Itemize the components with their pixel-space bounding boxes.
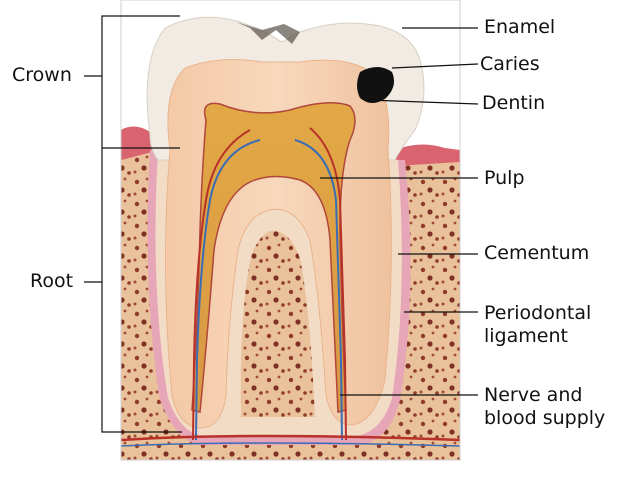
crown-bracket <box>101 15 180 149</box>
label-crown: Crown <box>12 64 72 86</box>
leader-lines <box>320 27 479 396</box>
label-nerve-line2: blood supply <box>484 407 606 429</box>
label-cementum: Cementum <box>484 242 590 264</box>
vessel-left <box>192 129 251 441</box>
label-pulp: Pulp <box>484 167 525 189</box>
root-bracket <box>101 148 182 433</box>
vessel-right <box>309 127 347 441</box>
label-nerve-line1: Nerve and <box>484 384 583 406</box>
caries-leader <box>391 63 479 69</box>
caries-spot <box>357 67 394 103</box>
label-caries: Caries <box>480 53 540 75</box>
nerve-right <box>294 139 343 441</box>
left-brackets <box>84 15 182 433</box>
vessel-base <box>120 434 461 442</box>
label-periodontal-line2: ligament <box>484 325 568 347</box>
gum-left <box>121 126 168 160</box>
occlusal-groove <box>236 22 300 44</box>
label-dentin: Dentin <box>482 92 546 114</box>
dentin-leader <box>367 99 479 105</box>
label-root: Root <box>30 270 74 292</box>
gum-right <box>395 144 460 166</box>
inter-root-bone <box>234 224 322 423</box>
nerve-left <box>195 139 261 441</box>
label-periodontal-line1: Periodontal <box>484 302 592 324</box>
nerve-base <box>120 442 461 447</box>
image-border <box>120 0 461 461</box>
label-enamel: Enamel <box>484 16 556 38</box>
